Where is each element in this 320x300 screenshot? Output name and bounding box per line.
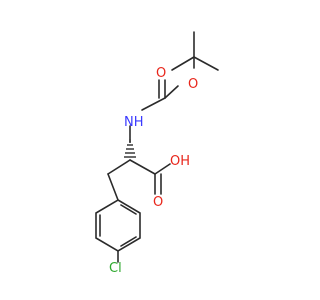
bond-chiral-to-cooh: [129, 159, 156, 175]
ring-double-1: [120, 204, 137, 215]
bond-chiral-to-benzyl: [107, 159, 131, 175]
bond-benzyl-to-ring: [107, 173, 119, 201]
oxygen-carbonyl-boc-label: O: [156, 66, 166, 81]
nh-label: NH: [124, 115, 144, 130]
oxygen-ester-label: O: [188, 77, 198, 92]
oxygen-carbonyl-acid-label: O: [153, 195, 163, 210]
bond-carbonyl-to-nh: [141, 97, 166, 111]
bond-tbu-methyl-right: [193, 56, 219, 71]
bond-o-to-carbonyl-c: [164, 85, 179, 99]
molecule-canvas: O O NH OH O Cl: [95, 31, 219, 276]
chlorine-label: Cl: [109, 261, 122, 276]
benzene-ring: [95, 199, 141, 252]
bond-tbu-methyl-left: [171, 56, 195, 71]
stereo-hash-bond: [124, 141, 136, 158]
bonds: [95, 31, 219, 263]
structure-diagram: O O NH OH O Cl: [95, 31, 219, 276]
ring-double-2: [120, 236, 137, 247]
oh-label: OH: [170, 154, 190, 169]
bond-cooh-to-oh: [154, 163, 171, 175]
